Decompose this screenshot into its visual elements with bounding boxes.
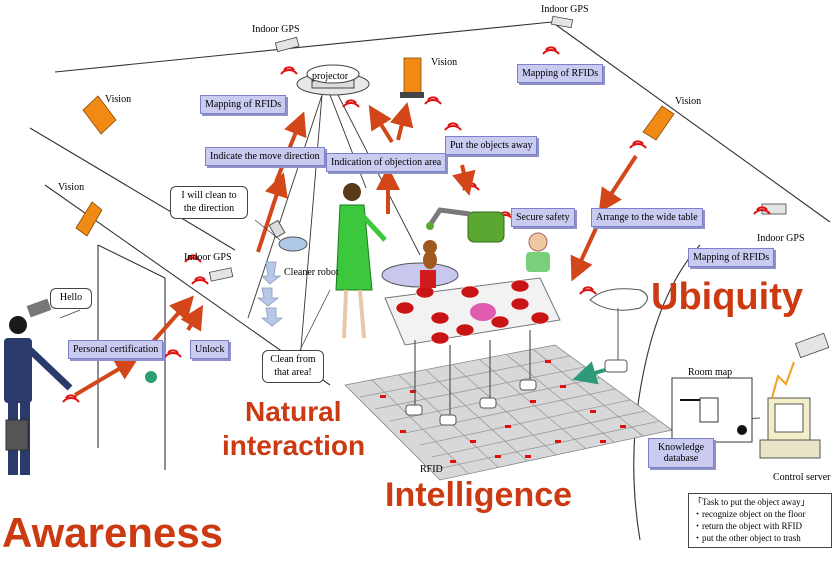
vision-label: Vision (431, 57, 458, 68)
interaction-heading: interaction (222, 430, 366, 461)
indoor-gps-label: Indoor GPS (184, 252, 232, 263)
control-server-label: Control server (773, 472, 831, 483)
wireless-wave-icon (62, 46, 771, 403)
vision-label: Vision (58, 182, 85, 193)
task-step: ・recognize object on the floor (693, 509, 806, 520)
bubble-pointers (59, 219, 331, 351)
secure-safety-box: Secure safety (511, 208, 575, 227)
table-direction-arrow (572, 361, 606, 385)
clean-direction-bubble: I will clean to the direction (170, 186, 248, 219)
child-figure (526, 232, 550, 272)
projector-icon (296, 64, 370, 96)
indication-area-box: Indication of objection area (326, 153, 447, 172)
put-objects-away-box: Put the objects away (445, 136, 538, 155)
database-label: database (663, 453, 699, 464)
vision-camera-icon (75, 57, 675, 237)
room-map-icon (671, 377, 753, 443)
unlock-box: Unlock (190, 340, 230, 359)
indicate-move-box: Indicate the move direction (205, 147, 325, 166)
ubiquity-heading: Ubiquity (651, 276, 803, 318)
cleaner-path-arrows (256, 261, 284, 327)
vision-label: Vision (675, 96, 702, 107)
task-step: ・put the other object to trash (693, 533, 801, 544)
task-description-box: 「Task to put the object away」 ・recognize… (688, 493, 832, 548)
wide-table (589, 288, 648, 373)
mapping-rfids-box: Mapping of RFIDs (200, 95, 287, 114)
task-title: 「Task to put the object away」 (693, 497, 810, 507)
knowledge-label: Knowledge (657, 442, 705, 453)
indoor-gps-label: Indoor GPS (252, 24, 300, 35)
bubble-line: I will clean to (181, 190, 237, 201)
hello-bubble: Hello (50, 288, 92, 309)
intelligence-heading: Intelligence (385, 476, 573, 514)
clean-area-bubble: Clean from that area! (262, 350, 324, 383)
cleaner-robot-icon (268, 219, 308, 252)
room-map-label: Room map (688, 367, 733, 378)
robot-arm-icon (426, 207, 505, 243)
table-with-objects (381, 262, 561, 426)
bubble-line: the direction (183, 202, 235, 214)
indoor-gps-label: Indoor GPS (757, 233, 805, 244)
rfid-label: RFID (420, 464, 443, 475)
bubble-line: that area! (274, 366, 312, 378)
task-step: ・return the object with RFID (693, 521, 802, 532)
natural-heading: Natural (245, 396, 342, 427)
woman-figure (335, 183, 387, 339)
arrange-table-box: Arrange to the wide table (591, 208, 703, 227)
knowledge-database-box: Knowledge database (648, 438, 714, 468)
awareness-heading: Awareness (2, 509, 224, 556)
vision-label: Vision (105, 94, 132, 105)
rfid-floor-lines (359, 349, 661, 475)
man-figure (4, 316, 73, 475)
control-server-icon (699, 361, 821, 459)
door-indicator (26, 298, 157, 383)
mapping-rfids-box: Mapping of RFIDs (517, 64, 604, 83)
personal-certification-box: Personal certification (68, 340, 164, 359)
projector-label: projector (312, 71, 349, 82)
bubble-line: Clean from (270, 354, 316, 365)
mapping-rfids-box: Mapping of RFIDs (688, 248, 775, 267)
monkey-toy (423, 240, 437, 269)
cleaner-robot-label: Cleaner robot (284, 267, 339, 278)
indoor-gps-label: Indoor GPS (541, 4, 589, 15)
signal-arrows (73, 102, 638, 397)
